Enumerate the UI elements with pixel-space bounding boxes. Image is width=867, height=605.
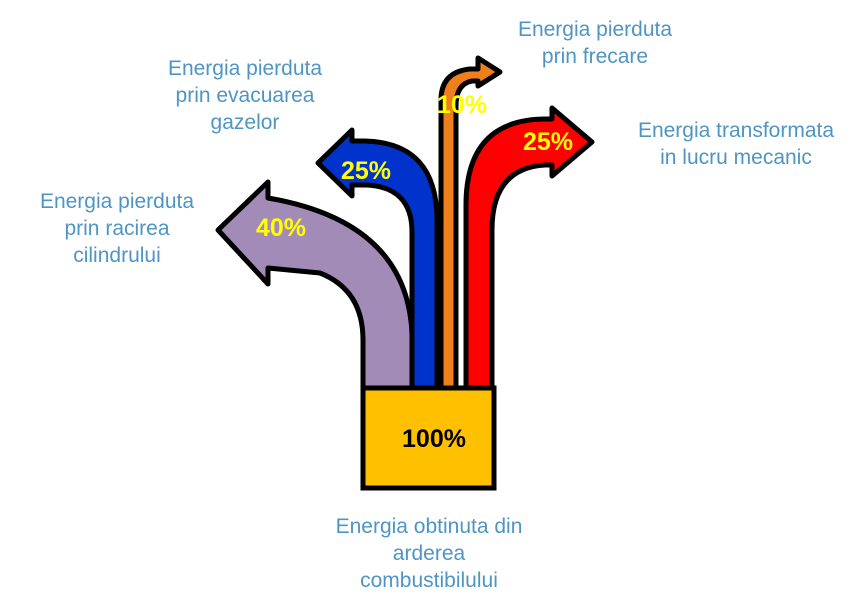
cooling-line-2: prin racirea bbox=[64, 217, 170, 240]
mechanical-description: Energia transformata in lucru mecanic bbox=[610, 117, 862, 171]
cooling-line-1: Energia pierduta bbox=[39, 190, 195, 213]
friction-line-1: Energia pierduta bbox=[517, 18, 673, 41]
mechanical-line-2: in lucru mecanic bbox=[660, 146, 812, 169]
friction-loss-arrow bbox=[438, 55, 503, 391]
friction-value-label: 10% bbox=[437, 91, 487, 119]
cooling-loss-arrow bbox=[215, 179, 415, 391]
exhaust-description: Energia pierduta prin evacuarea gazelor bbox=[130, 55, 360, 136]
exhaust-line-3: gazelor bbox=[210, 111, 280, 134]
exhaust-value-label: 25% bbox=[341, 157, 391, 185]
friction-description: Energia pierduta prin frecare bbox=[480, 16, 710, 70]
source-line-3: combustibilului bbox=[360, 569, 498, 592]
source-box bbox=[360, 385, 497, 491]
source-description: Energia obtinuta din arderea combustibil… bbox=[304, 513, 554, 594]
mechanical-value-label: 25% bbox=[523, 128, 573, 156]
source-line-1: Energia obtinuta din bbox=[335, 515, 523, 538]
mechanical-work-arrow bbox=[463, 105, 595, 391]
cooling-value-label: 40% bbox=[256, 214, 306, 242]
exhaust-line-2: prin evacuarea bbox=[175, 84, 315, 107]
mechanical-line-1: Energia transformata bbox=[637, 119, 835, 142]
friction-line-2: prin frecare bbox=[541, 45, 649, 68]
source-value-label: 100% bbox=[402, 425, 466, 453]
source-line-2: arderea bbox=[392, 542, 466, 565]
exhaust-loss-arrow bbox=[315, 127, 440, 391]
cooling-description: Energia pierduta prin racirea cilindrulu… bbox=[2, 188, 232, 269]
exhaust-line-1: Energia pierduta bbox=[167, 57, 323, 80]
cooling-line-3: cilindrului bbox=[73, 244, 161, 267]
